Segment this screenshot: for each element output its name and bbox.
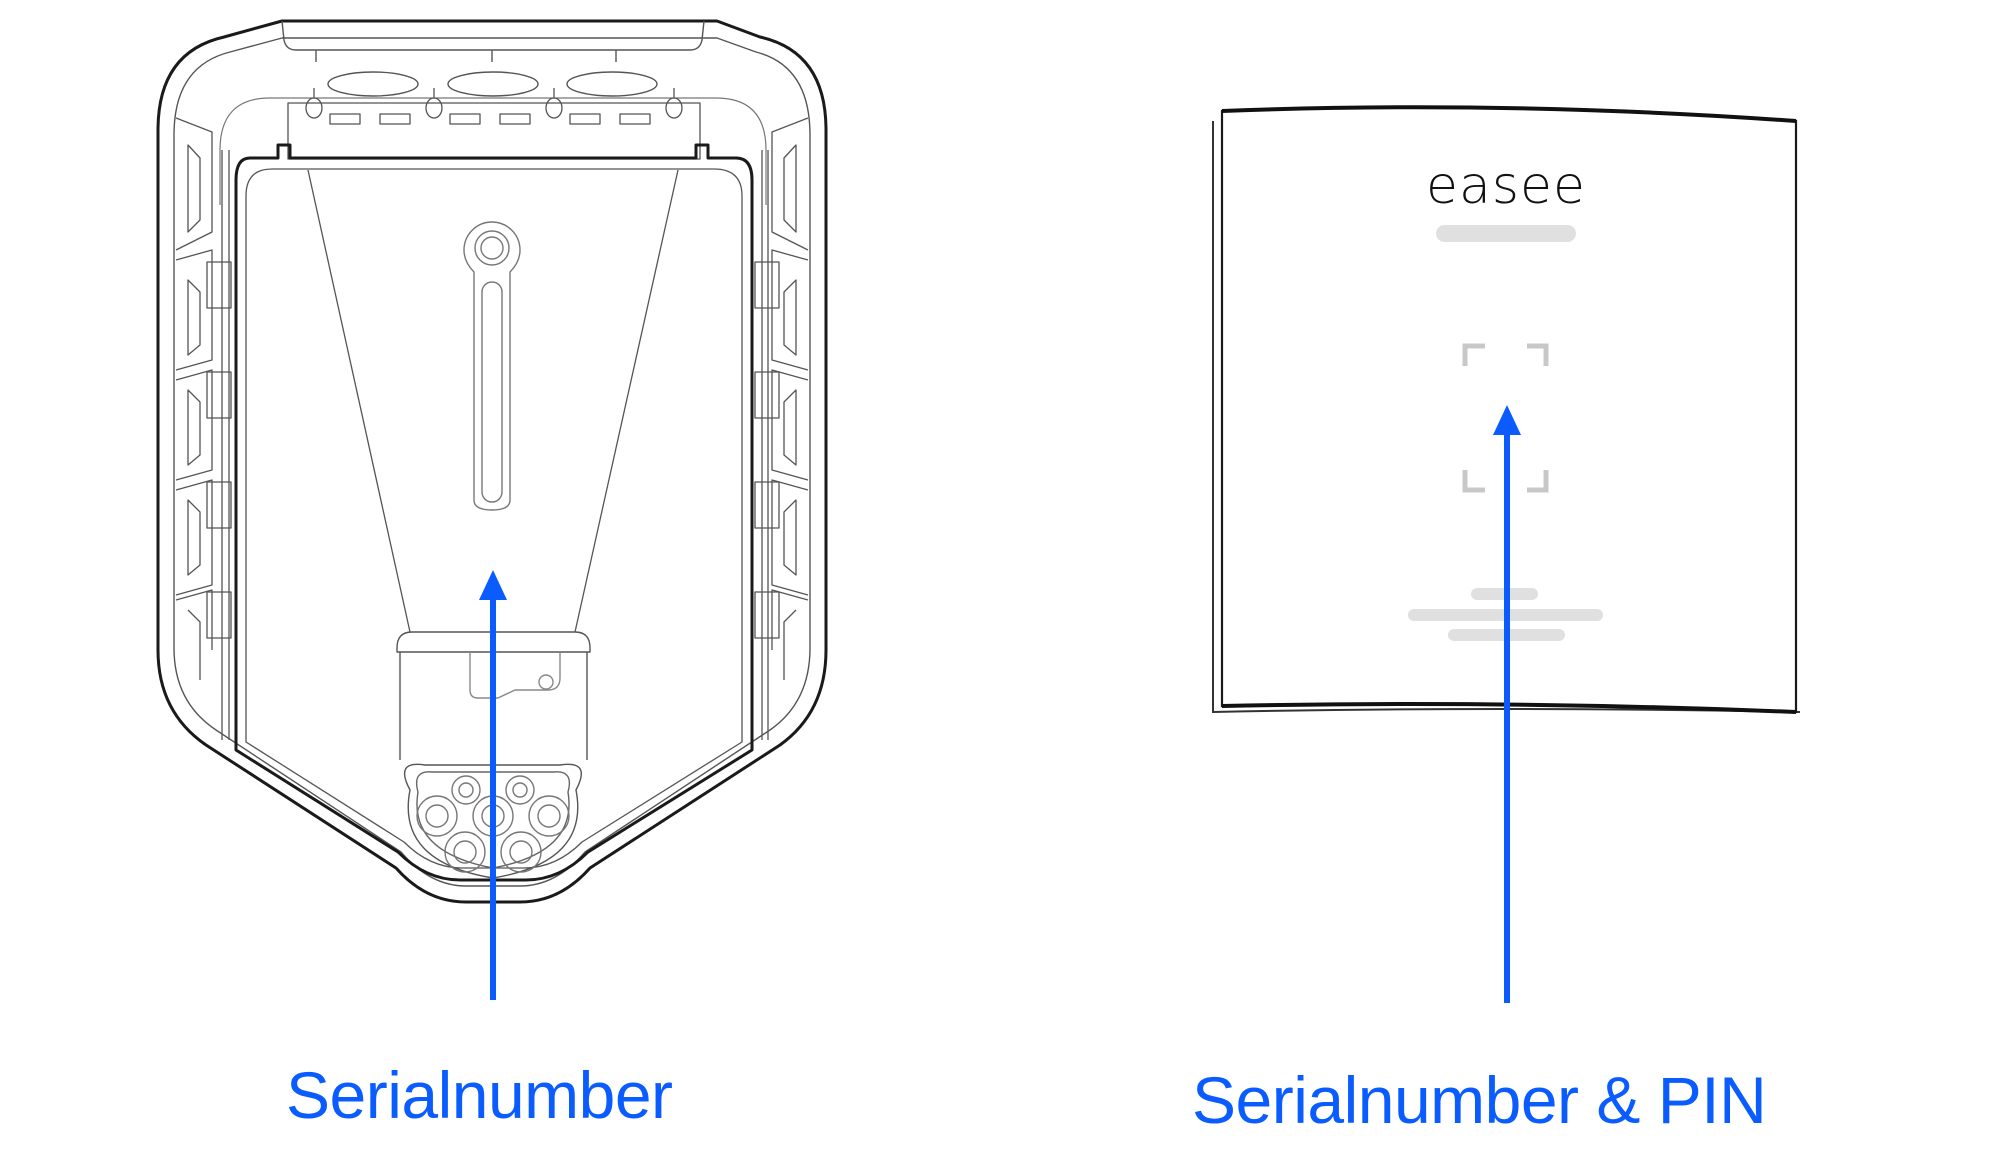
mounting-slot [463,221,521,511]
serialnumber-label: Serialnumber [286,1058,673,1132]
serialnumber-arrow-left [479,570,507,1000]
serialnumber-pin-arrow-right [1493,405,1521,1003]
qr-code-frame [1462,343,1549,493]
charger-illustration [156,19,828,904]
easee-logo: easee [1426,156,1586,216]
serialnumber-pin-label: Serialnumber & PIN [1192,1063,1767,1137]
type2-socket [396,631,591,879]
